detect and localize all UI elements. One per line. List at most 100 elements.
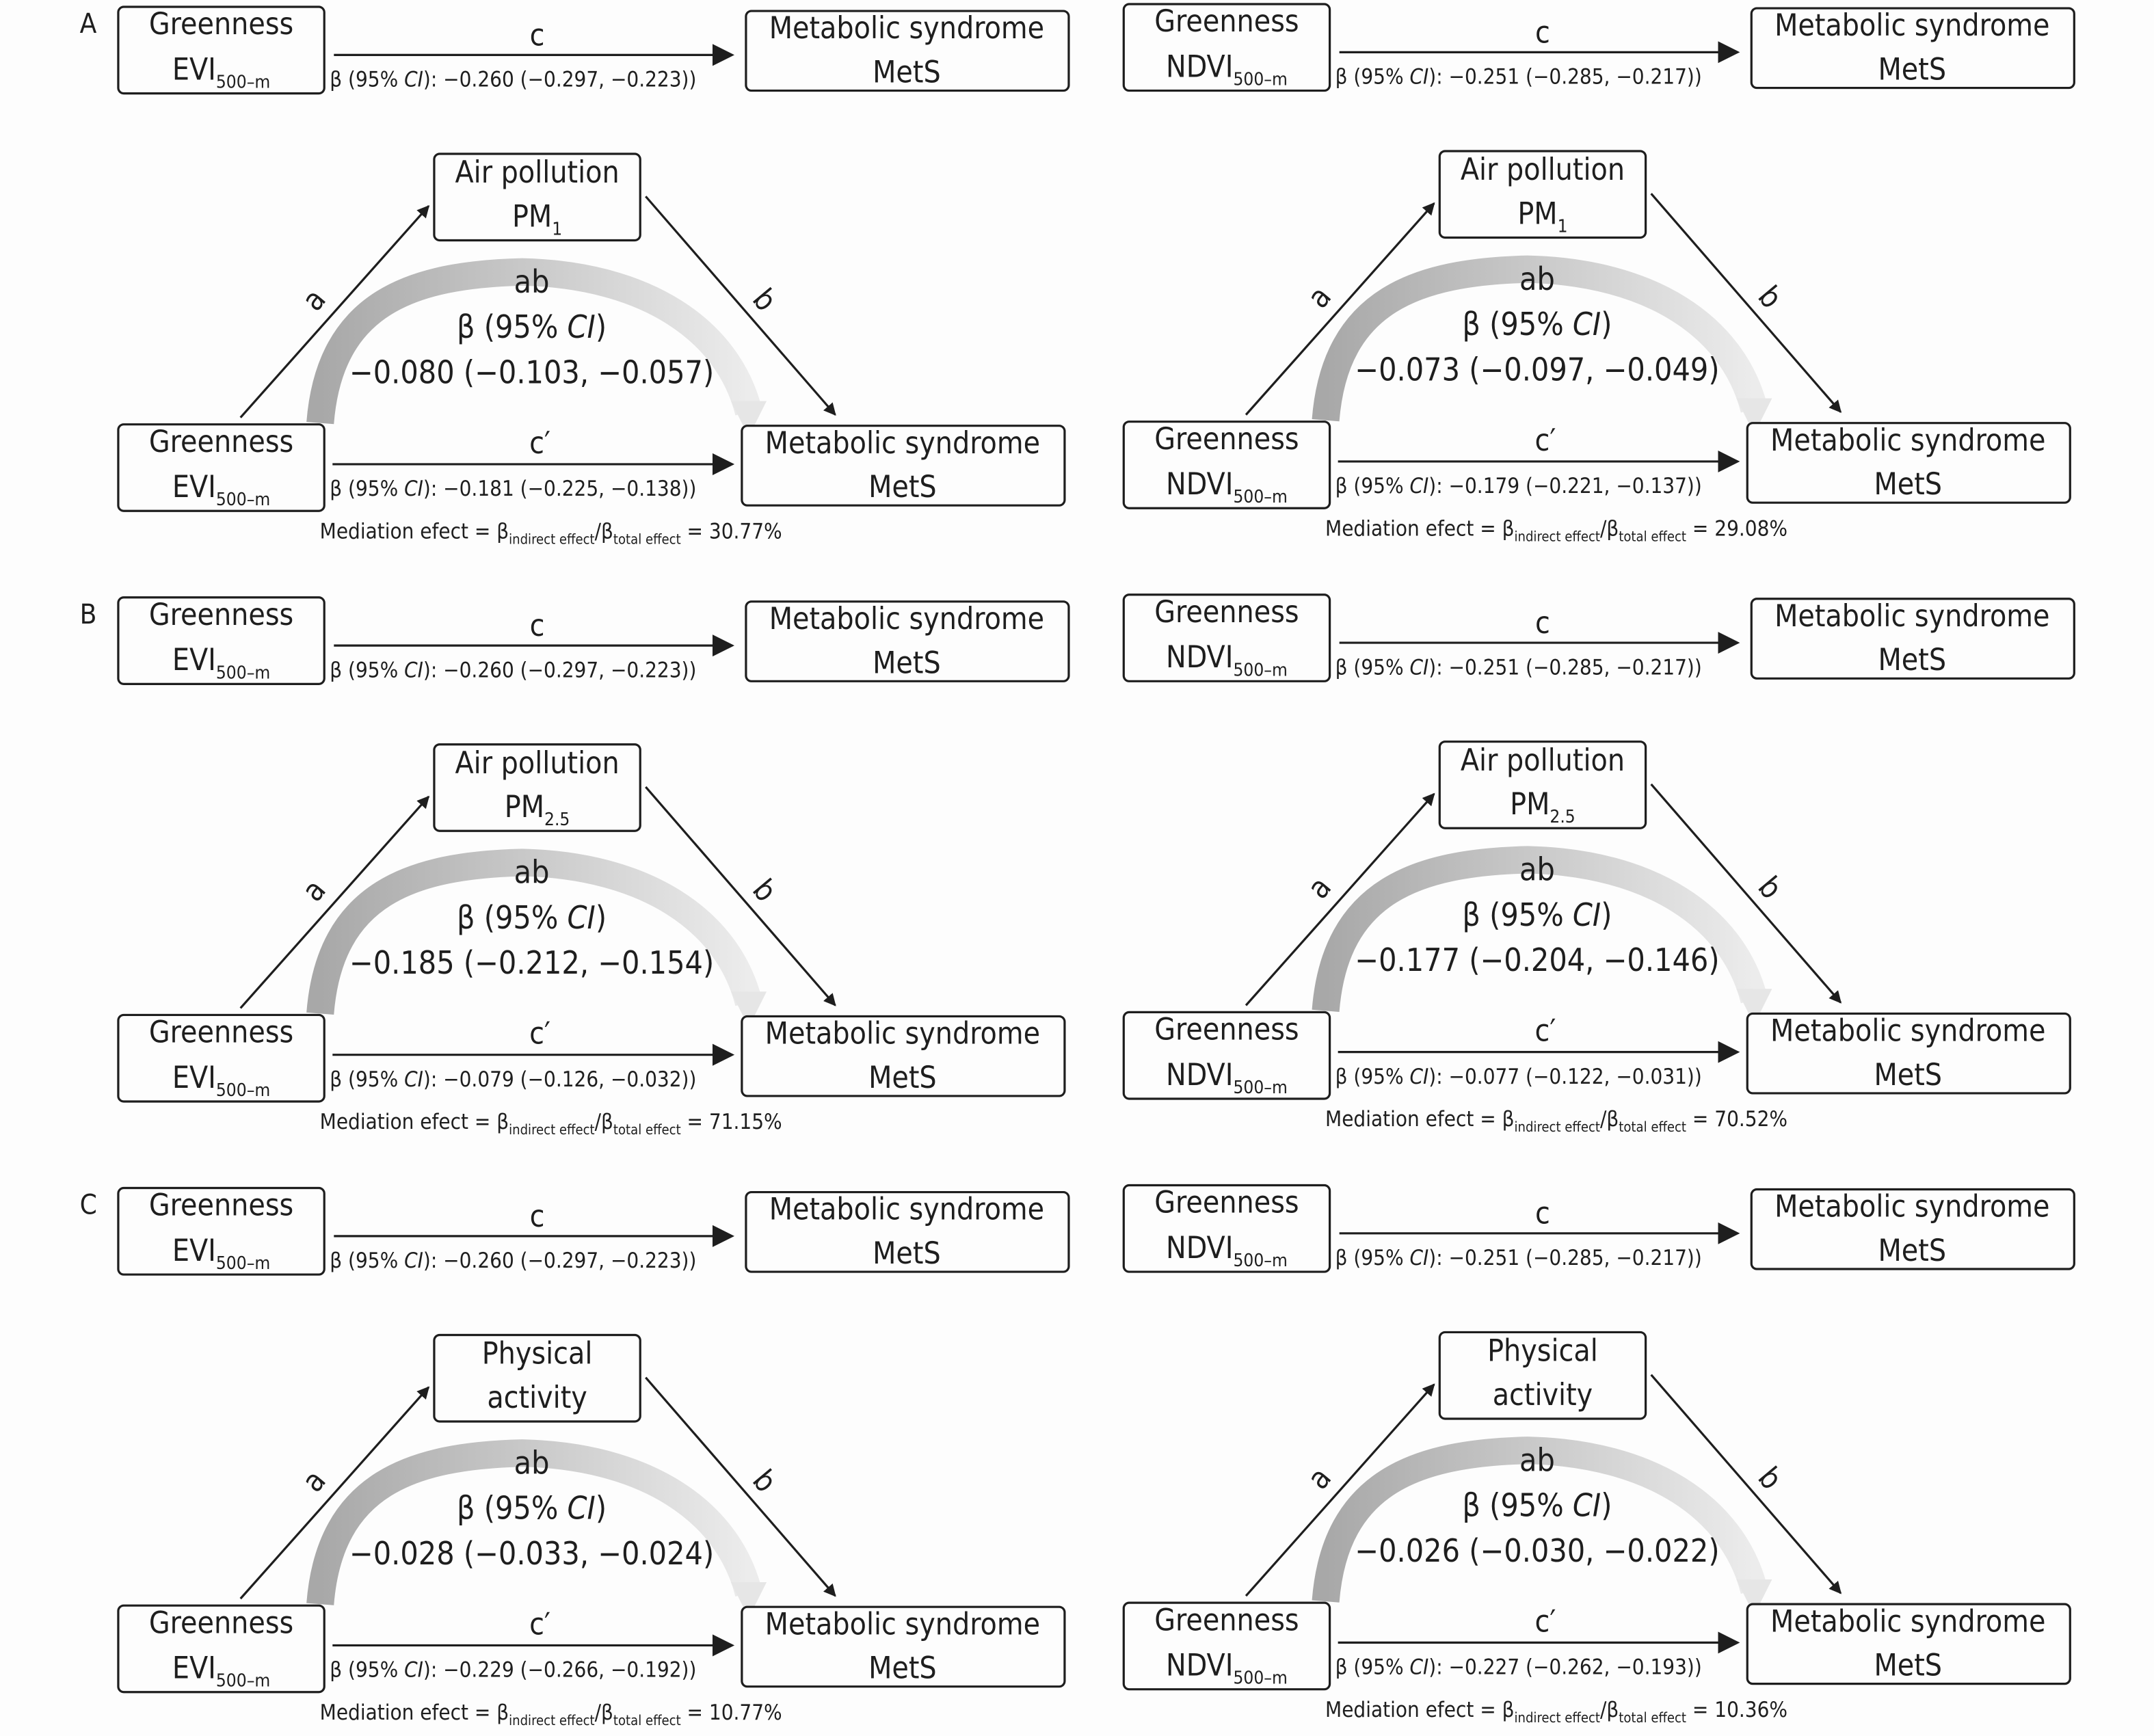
text-span: β (95% xyxy=(330,1658,404,1683)
text-span: = 70.52% xyxy=(1686,1107,1787,1132)
text-span: Mediation efect = β xyxy=(320,519,509,544)
direct-exposure-index: EVI500–m xyxy=(172,470,270,510)
mediator-detail: activity xyxy=(487,1380,587,1415)
text-span: indirect effect xyxy=(1514,1709,1600,1726)
path-a-arrow xyxy=(1245,792,1435,1006)
path-a-arrow xyxy=(239,1386,430,1600)
total-exposure-box xyxy=(1122,593,1331,682)
text-span: CI xyxy=(568,899,596,936)
path-ab-value: −0.026 (−0.030, −0.022) xyxy=(1355,1532,1719,1569)
path-c-label: c xyxy=(530,1199,545,1234)
direct-outcome-abbr: MetS xyxy=(868,470,937,505)
text-span: ): −0.260 (−0.297, −0.223)) xyxy=(423,68,697,92)
text-span: β (95% xyxy=(330,658,404,682)
indirect-effect-arc xyxy=(1312,1437,1768,1603)
total-exposure-name: Greenness xyxy=(1154,595,1299,630)
index-subscript: 500–m xyxy=(1233,1668,1287,1689)
mediator-box xyxy=(1438,1331,1647,1420)
text-span: β (95% xyxy=(330,68,404,92)
direct-outcome-box xyxy=(1746,1603,2071,1685)
text-span: /β xyxy=(595,1110,613,1134)
text-span: β (95% xyxy=(330,1067,404,1092)
direct-outcome-name: Metabolic syndrome xyxy=(1770,423,2045,458)
path-ab-value: −0.185 (−0.212, −0.154) xyxy=(349,944,714,981)
text-span: PM xyxy=(1510,787,1550,822)
direct-exposure-index: NDVI500–m xyxy=(1166,1058,1288,1098)
total-exposure-index: EVI500–m xyxy=(172,643,270,683)
path-a-label: a xyxy=(1301,280,1338,315)
total-outcome-abbr: MetS xyxy=(1878,643,1946,678)
path-a-label: a xyxy=(1301,1461,1338,1496)
text-span: EVI xyxy=(172,470,216,505)
direct-exposure-name: Greenness xyxy=(1154,1603,1299,1638)
text-span: CI xyxy=(404,1248,423,1273)
path-ab-label: ab xyxy=(514,263,550,300)
path-c-prime-label: c′ xyxy=(529,426,550,461)
direct-outcome-abbr: MetS xyxy=(868,1651,937,1686)
direct-outcome-name: Metabolic syndrome xyxy=(765,1607,1040,1642)
text-span: ): −0.079 (−0.126, −0.032)) xyxy=(423,1067,697,1092)
text-span: Mediation efect = β xyxy=(320,1110,509,1134)
text-span: ): −0.251 (−0.285, −0.217)) xyxy=(1428,1246,1702,1270)
path-c-prime-label: c′ xyxy=(1535,1014,1556,1049)
direct-outcome-name: Metabolic syndrome xyxy=(1770,1604,2045,1639)
text-span: CI xyxy=(404,1067,423,1092)
path-c-label: c xyxy=(1535,1197,1550,1231)
mediation-effect: Mediation efect = βindirect effect/βtota… xyxy=(1325,516,1787,544)
path-c-prime-beta: β (95% CI): −0.179 (−0.221, −0.137)) xyxy=(1335,474,1702,498)
panel-letter: A xyxy=(80,8,97,40)
text-span: NDVI xyxy=(1166,1058,1233,1093)
direct-exposure-name: Greenness xyxy=(149,1605,293,1640)
text-span: ) xyxy=(596,1490,607,1527)
total-outcome-name: Metabolic syndrome xyxy=(769,602,1044,637)
indirect-effect-arc xyxy=(306,258,762,425)
path-c-prime-beta: β (95% CI): −0.229 (−0.266, −0.192)) xyxy=(330,1658,696,1683)
path-b-label: b xyxy=(745,1463,783,1499)
text-span: β (95% xyxy=(457,899,567,936)
panel-letter: C xyxy=(80,1190,97,1221)
text-span: EVI xyxy=(172,643,216,678)
total-exposure-name: Greenness xyxy=(149,7,293,42)
path-c-label: c xyxy=(1535,15,1550,50)
text-span: CI xyxy=(1573,1487,1601,1524)
text-span: β (95% xyxy=(330,1248,404,1273)
index-subscript: 500–m xyxy=(216,1253,270,1274)
text-span: β (95% xyxy=(1462,1487,1572,1524)
text-span: CI xyxy=(1409,1065,1428,1089)
path-b-label: b xyxy=(1751,1460,1789,1496)
mediator-subscript: 2.5 xyxy=(1550,807,1575,827)
path-c-beta: β (95% CI): −0.251 (−0.285, −0.217)) xyxy=(1335,1246,1702,1270)
mediator-name: Physical xyxy=(1487,1334,1598,1369)
path-ab-beta-header: β (95% CI) xyxy=(457,308,607,345)
text-span: ): −0.179 (−0.221, −0.137)) xyxy=(1428,474,1702,498)
text-span: β (95% xyxy=(1462,306,1572,343)
text-span: β (95% xyxy=(1335,1655,1410,1680)
text-span: CI xyxy=(1409,1246,1428,1270)
total-outcome-box xyxy=(745,1190,1070,1273)
index-subscript: 500–m xyxy=(1233,1251,1287,1271)
mediator-box xyxy=(1438,740,1647,829)
path-ab-value: −0.177 (−0.204, −0.146) xyxy=(1355,942,1719,978)
text-span: β (95% xyxy=(1335,65,1410,90)
text-span: = 30.77% xyxy=(681,519,782,544)
mediator-detail: PM2.5 xyxy=(505,790,570,830)
mediator-box xyxy=(433,1333,641,1423)
direct-exposure-index: NDVI500–m xyxy=(1166,467,1288,507)
path-c-beta: β (95% CI): −0.260 (−0.297, −0.223)) xyxy=(330,68,696,92)
text-span: indirect effect xyxy=(1514,1119,1600,1135)
path-b-label: b xyxy=(745,873,783,909)
path-ab-beta-header: β (95% CI) xyxy=(457,1490,607,1527)
path-ab-label: ab xyxy=(1519,1441,1555,1478)
path-b-label: b xyxy=(1751,280,1789,315)
direct-outcome-box xyxy=(741,1605,1066,1688)
path-ab-beta-header: β (95% CI) xyxy=(1462,896,1612,933)
mediation-effect: Mediation efect = βindirect effect/βtota… xyxy=(1325,1698,1787,1726)
text-span: EVI xyxy=(172,1233,216,1268)
text-span: total effect xyxy=(1619,1709,1686,1726)
total-outcome-box xyxy=(1750,598,2075,680)
text-span: NDVI xyxy=(1166,1231,1233,1266)
indirect-effect-arrowhead xyxy=(1736,1579,1772,1616)
